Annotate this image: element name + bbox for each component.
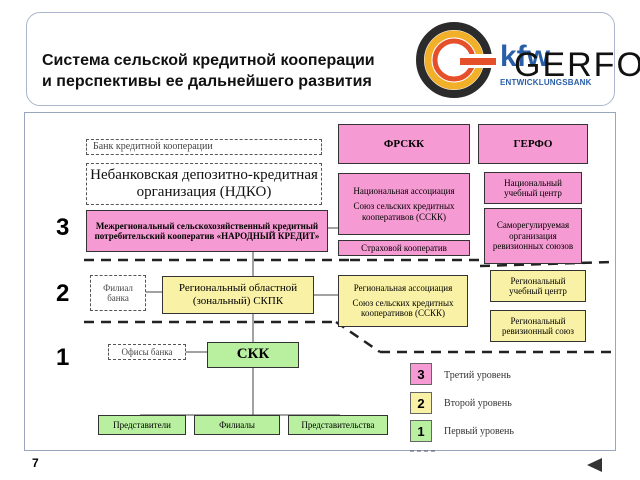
representatives-box: Представители	[98, 415, 186, 435]
national-assoc-title: Национальная ассоциация	[353, 185, 455, 196]
title-line-1: Система сельской кредитной кооперации	[42, 52, 375, 69]
regional-assoc-body: Союз сельских кредитных кооперативов (СС…	[352, 297, 454, 319]
logo-kfw-text: kfw	[500, 40, 551, 73]
level-3-label: 3	[56, 214, 70, 241]
branches-box: Филиалы	[194, 415, 280, 435]
logo-sub-text: ENTWICKLUNGSBANK	[500, 78, 592, 87]
logo-swoosh-icon	[416, 22, 496, 98]
bank-offices-box: Офисы банка	[108, 344, 186, 360]
title-banner	[26, 12, 615, 106]
legend-level-2-swatch: 2	[410, 392, 432, 414]
national-training-center-box: Национальный учебный центр	[484, 172, 582, 204]
triangle-left-icon	[587, 458, 602, 472]
national-assoc-box: Национальная ассоциация Союз сельских кр…	[338, 173, 470, 235]
logo-gerfo-text: GERFO	[514, 46, 640, 84]
legend-level-3-swatch: 3	[410, 363, 432, 385]
regional-audit-union-box: Региональный ревизионный союз	[490, 310, 586, 342]
ndko-box: Небанковская депозитно-кредитная организ…	[86, 163, 322, 205]
level-1-label: 1	[56, 344, 70, 371]
legend-level-1-label: Первый уровень	[444, 426, 514, 437]
national-assoc-body: Союз сельских кредитных кооперативов (СС…	[353, 201, 455, 222]
interregional-coop-box: Межрегиональный сельскохозяйственный кре…	[86, 210, 328, 252]
bank-coop-box: Банк кредитной кооперации	[86, 139, 322, 155]
skk-box: СКК	[207, 342, 299, 368]
gerfo-box: ГЕРФО	[478, 124, 588, 164]
legend-level-2-label: Второй уровень	[444, 398, 512, 409]
bank-branch-box: Филиал банка	[90, 275, 146, 311]
representations-box: Представительства	[288, 415, 388, 435]
level-2-label: 2	[56, 280, 70, 307]
sro-box: Саморегулируемая организация ревизионных…	[484, 208, 582, 264]
kfw-gerfo-logo: kfw ENTWICKLUNGSBANK GERFO	[416, 18, 640, 102]
regional-skpk-box: Региональный областной (зональный) СКПК	[162, 276, 314, 314]
insurance-coop-box: Страховой кооператив	[338, 240, 470, 256]
title-line-2: и перспективы ее дальнейшего развития	[42, 73, 372, 90]
regional-assoc-box: Региональная ассоциация Союз сельских кр…	[338, 275, 468, 327]
previous-slide-button[interactable]	[584, 456, 604, 474]
legend-level-3-label: Третий уровень	[444, 370, 511, 381]
page-number: 7	[32, 456, 39, 470]
legend-level-1-swatch: 1	[410, 420, 432, 442]
legend-dashed-line-icon	[410, 450, 436, 452]
regional-training-center-box: Региональный учебный центр	[490, 270, 586, 302]
frskk-box: ФРСКК	[338, 124, 470, 164]
regional-assoc-title: Региональная ассоциация	[353, 283, 453, 294]
